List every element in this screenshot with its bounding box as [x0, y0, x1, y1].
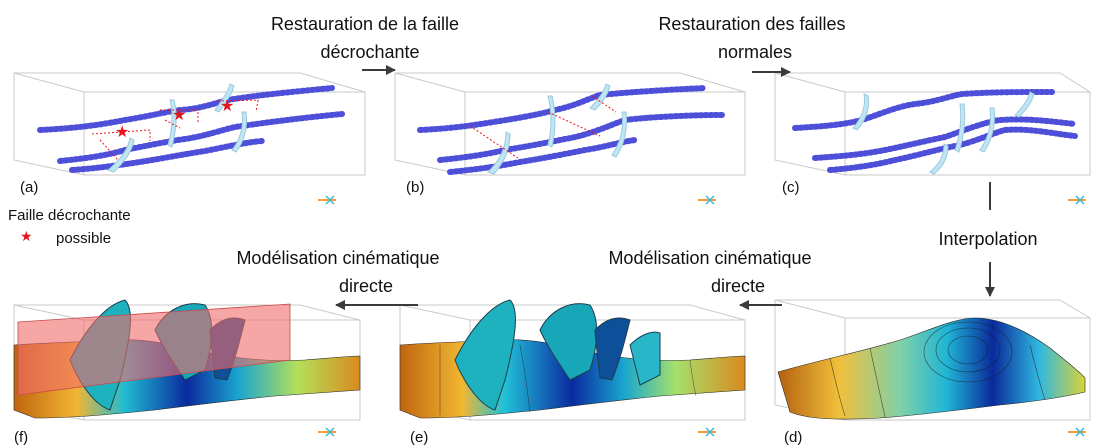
step-ef-line-2: directe: [339, 276, 393, 296]
panel-f-fault-plane: [17, 303, 291, 396]
panel-b-fault-traces: [469, 95, 617, 159]
panel-d-contours: [829, 321, 1046, 418]
step-de-line-1: Modélisation cinématique: [608, 248, 811, 268]
legend: Faille décrochante ★ possible: [8, 207, 131, 247]
panel-f-label: (f): [14, 429, 28, 446]
step-bc-line-2: normales: [718, 42, 792, 62]
panel-d-label: (d): [784, 429, 802, 446]
legend-line-2: possible: [56, 230, 111, 247]
axis-triad-icon: [698, 195, 716, 205]
step-ef-line-1: Modélisation cinématique: [236, 248, 439, 268]
panel-c-label: (c): [782, 179, 800, 196]
step-bc-line-1: Restauration des failles: [658, 14, 845, 34]
panel-c: (c): [774, 72, 1091, 205]
panel-c-horizons: [792, 89, 1078, 173]
panel-d: (d): [774, 299, 1091, 446]
legend-star-icon: ★: [20, 229, 33, 245]
panel-c-faults: [852, 91, 1035, 175]
panel-b: (b): [394, 72, 746, 205]
panel-e-label: (e): [410, 429, 428, 446]
panel-a-fault-traces: [91, 99, 259, 161]
panel-a: ★ ★ ★ (a): [13, 72, 366, 205]
panel-e: (e): [399, 299, 746, 446]
legend-line-1: Faille décrochante: [8, 207, 131, 224]
panel-b-label: (b): [406, 179, 424, 196]
axis-triad-icon: [698, 427, 716, 437]
panel-b-horizons: [417, 85, 725, 175]
axis-triad-icon: [1068, 427, 1086, 437]
step-cd-line-1: Interpolation: [938, 229, 1037, 249]
panel-a-stars: ★ ★ ★: [115, 96, 234, 141]
panel-a-label: (a): [20, 179, 38, 196]
panel-a-faults: [106, 83, 247, 173]
panel-f: (f): [13, 299, 361, 446]
axis-triad-icon: [318, 195, 336, 205]
star-icon: ★: [115, 122, 129, 141]
step-ab-line-2: décrochante: [320, 42, 419, 62]
step-labels: Restauration de la faille décrochante Re…: [236, 14, 1037, 296]
step-de-line-2: directe: [711, 276, 765, 296]
star-icon: ★: [172, 105, 186, 124]
axis-triad-icon: [318, 427, 336, 437]
panel-a-horizons: [37, 85, 345, 173]
panel-e-contours: [439, 344, 697, 415]
axis-triad-icon: [1068, 195, 1086, 205]
panel-e-fault-walls: [454, 299, 661, 411]
panel-b-faults: [487, 83, 627, 175]
arrows: [335, 65, 995, 310]
star-icon: ★: [220, 96, 234, 115]
step-ab-line-1: Restauration de la faille: [271, 14, 459, 34]
